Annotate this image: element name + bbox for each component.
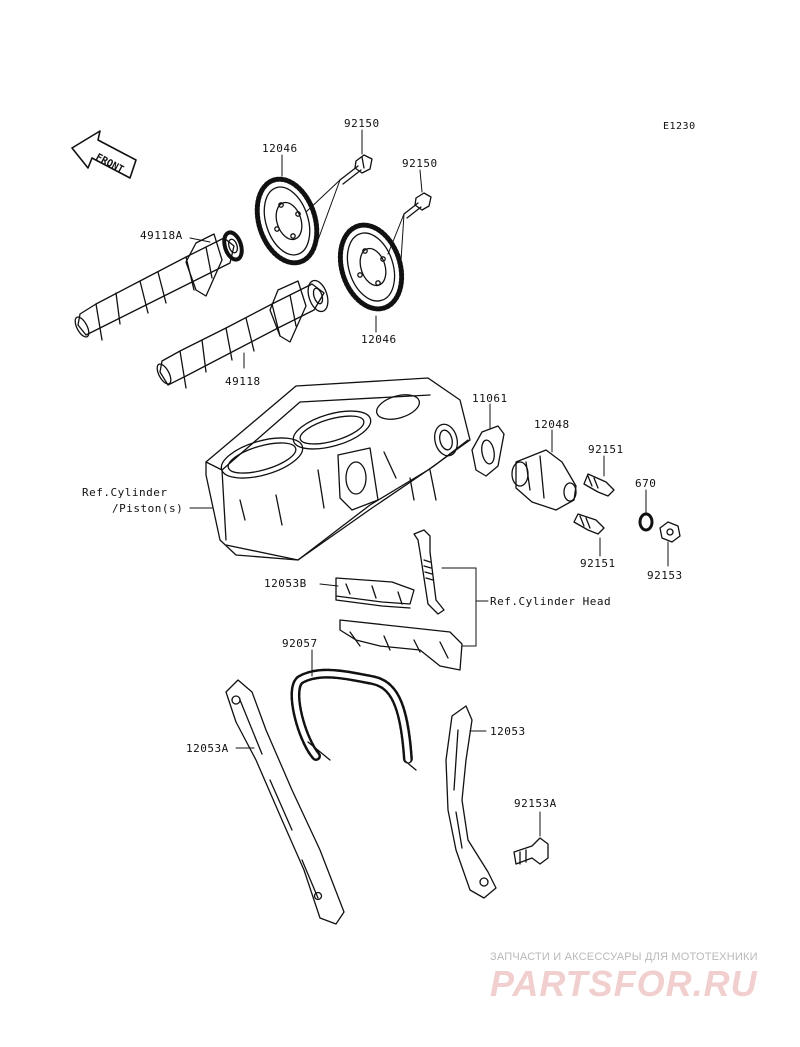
diagram-code: E1230 bbox=[663, 121, 696, 132]
camshaft-upper bbox=[74, 230, 244, 341]
chain-guide-upper bbox=[335, 577, 415, 609]
tensioner-bolt-lower bbox=[573, 513, 605, 535]
cam-chain-tensioner bbox=[511, 449, 577, 511]
nut-92153 bbox=[659, 521, 681, 543]
ref-cylinder-head[interactable]: Ref.Cylinder Head bbox=[490, 595, 612, 608]
part-label-11061[interactable]: 11061 bbox=[472, 392, 508, 405]
watermark-caption: ЗАПЧАСТИ И АКСЕССУАРЫ ДЛЯ МОТОТЕХНИКИ bbox=[490, 951, 758, 963]
ref-cylinder-line1[interactable]: Ref.Cylinder bbox=[82, 486, 168, 499]
part-label-12048[interactable]: 12048 bbox=[534, 418, 570, 431]
part-label-12053A[interactable]: 12053A bbox=[186, 742, 229, 755]
cam-sprocket-lower bbox=[337, 222, 405, 312]
part-label-92151-top[interactable]: 92151 bbox=[588, 443, 624, 456]
part-label-92150-top[interactable]: 92150 bbox=[344, 117, 380, 130]
guide-pivot-bolt bbox=[513, 837, 549, 865]
front-arrow-text: FRONT bbox=[94, 152, 126, 176]
ref-cylinder-line2[interactable]: /Piston(s) bbox=[112, 502, 184, 515]
chain-guide-bracket bbox=[339, 619, 463, 671]
chain-guide-right bbox=[445, 705, 497, 899]
part-label-670[interactable]: 670 bbox=[635, 477, 657, 490]
guide-bolt bbox=[413, 529, 445, 615]
leader-lines bbox=[189, 129, 669, 837]
part-label-92057[interactable]: 92057 bbox=[282, 637, 318, 650]
part-label-92151-bottom[interactable]: 92151 bbox=[580, 557, 616, 570]
camshaft-lower bbox=[156, 279, 329, 389]
sprocket-bolt-upper bbox=[339, 154, 373, 185]
part-label-49118A[interactable]: 49118A bbox=[140, 229, 183, 242]
part-label-12046-top[interactable]: 12046 bbox=[262, 142, 298, 155]
front-arrow-icon: FRONT bbox=[71, 130, 137, 179]
part-label-49118[interactable]: 49118 bbox=[225, 375, 261, 388]
cam-chain bbox=[290, 668, 417, 771]
part-label-92150-mid[interactable]: 92150 bbox=[402, 157, 438, 170]
o-ring bbox=[638, 512, 654, 532]
part-label-92153A[interactable]: 92153A bbox=[514, 797, 557, 810]
chain-guide-left bbox=[225, 679, 345, 925]
part-label-12053[interactable]: 12053 bbox=[490, 725, 526, 738]
part-label-12053B[interactable]: 12053B bbox=[264, 577, 307, 590]
part-label-12046-bottom[interactable]: 12046 bbox=[361, 333, 397, 346]
cylinder-head bbox=[205, 377, 471, 561]
cam-sprocket-upper bbox=[254, 176, 320, 266]
sprocket-bolt-lower bbox=[403, 192, 432, 219]
part-label-92153[interactable]: 92153 bbox=[647, 569, 683, 582]
watermark-logo: PARTSFOR.RU bbox=[490, 963, 758, 1004]
tensioner-gasket bbox=[471, 425, 505, 477]
tensioner-bolt-upper bbox=[583, 473, 615, 497]
